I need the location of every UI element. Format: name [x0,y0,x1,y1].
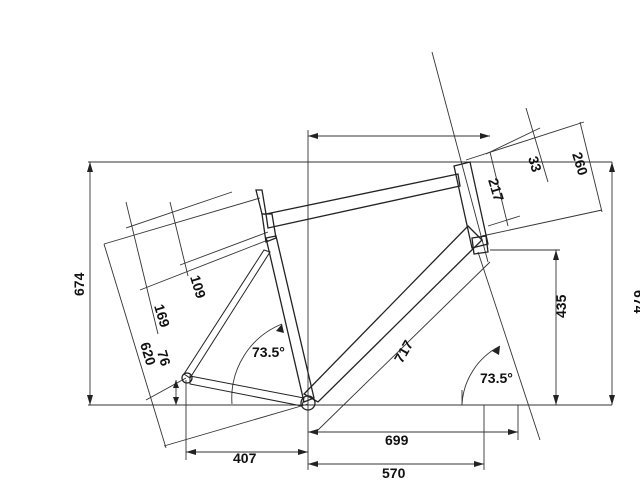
arrow-reach-left [308,461,318,467]
head-angle-arc [461,345,501,405]
label-head-angle: 73.5° [480,370,513,386]
arrow-front-height-top [553,250,559,260]
arrow-stack-right-top [609,162,615,172]
head-offset-dim [525,107,549,183]
down-tube [302,225,483,403]
label-head-offset: 33 [525,154,545,174]
label-head-total: 260 [569,150,591,177]
head-tube-dim [489,151,509,227]
arrow-drop-bottom [173,397,179,405]
arrow-fc-left [308,429,318,435]
head-top-extension [465,121,585,161]
rear-dropout [181,372,193,384]
label-stack-right: 674 [631,290,640,314]
steering-axis-line [431,51,489,263]
head-total-dim [579,121,603,213]
seat-offset-extension [179,231,269,266]
seat-tube [265,235,315,403]
label-stack-left: 674 [71,272,87,296]
label-seat-tube: 620 [137,340,159,367]
top-tube-extension [139,239,269,291]
down-tube-dim-line [317,261,491,431]
arrow-stack-right-bottom [609,395,615,405]
label-reach: 570 [382,465,406,480]
arrow-seat-angle [276,324,284,333]
label-down-tube: 717 [391,337,417,365]
bottom-bracket [300,395,316,411]
fork-trail-line [477,251,541,441]
seat-offset-line [169,201,189,277]
arrow-cs-right [298,449,308,455]
arrow-stack-left-top [87,162,93,172]
arrow-cs-left [186,449,196,455]
arrow-stack-left-bottom [87,395,93,405]
dimension-labels: 674 674 620 169 109 76 407 699 570 717 4… [71,150,640,480]
label-seat-angle: 73.5° [252,344,285,360]
arrow-front-height-bottom [553,395,559,405]
label-front-center: 699 [385,432,409,448]
head-bottom-extension [481,209,603,237]
arrow-drop-top [173,380,179,388]
arrow-reach-right [474,461,484,467]
label-front-height: 435 [553,294,569,318]
label-seat-offset: 109 [187,273,209,300]
seat-bottom-extension [163,403,309,447]
arrow-reach-top-left [308,133,318,139]
label-bb-drop: 76 [154,348,174,368]
head-mid-extension [487,215,521,227]
arrowheads [87,133,615,467]
seat-post [255,189,267,215]
seat-tube-dim-line [103,243,167,449]
top-tube [265,173,461,229]
label-top-tube-drop: 169 [151,302,173,329]
seat-mid-extension [125,191,233,229]
dimension-lines [88,51,613,470]
bicycle-frame [181,161,489,411]
head-offset-extension [485,127,541,155]
top-tube-drop-line [125,201,159,335]
arrow-reach-top-right [480,133,490,139]
arrow-head-angle [492,346,500,355]
seat-top-extension [103,197,261,245]
label-head-tube: 217 [485,176,507,203]
arrow-fc-right [508,429,518,435]
chain-stay [189,375,305,407]
bb-extension [145,377,187,401]
label-chainstay: 407 [233,450,257,466]
head-tube [453,161,489,249]
